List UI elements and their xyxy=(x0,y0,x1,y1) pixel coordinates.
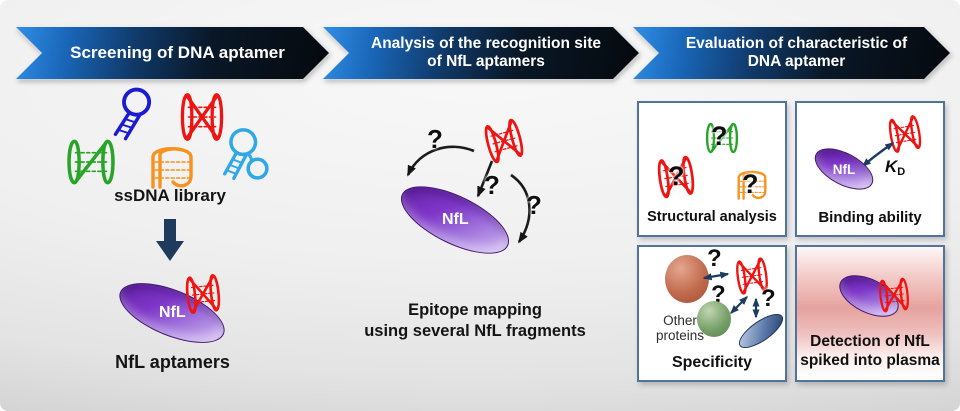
epitope-arrow-left-icon xyxy=(406,145,475,177)
nfl-protein-binding-label: NfL xyxy=(832,161,856,177)
banner-evaluation-shape: Evaluation of characteristic of DNA apta… xyxy=(633,27,950,79)
banner-analysis-shape: Analysis of the recognition site of NfL … xyxy=(323,27,639,79)
question-mark: ? xyxy=(668,161,685,191)
binding-ability-label: Binding ability xyxy=(818,209,922,226)
other-proteins-line2: proteins xyxy=(655,328,705,344)
aptamer-fold-orange-icon xyxy=(142,140,202,192)
specificity-arrow-vertical-icon xyxy=(752,297,760,319)
binding-double-arrow-icon xyxy=(861,142,895,167)
specificity-label: Specificity xyxy=(671,354,753,371)
detection-label: Detection of NfL spiked into plasma xyxy=(797,333,943,371)
aptamer-detection-red-icon xyxy=(871,273,917,317)
ssdna-library-label: ssDNA library xyxy=(114,186,226,205)
banner-evaluation: Evaluation of characteristic of DNA apta… xyxy=(633,27,950,79)
banner-evaluation-label-line2: DNA aptamer xyxy=(747,53,846,70)
kd-symbol: K xyxy=(885,157,898,176)
epitope-caption: Epitope mapping using several NfL fragme… xyxy=(340,300,610,341)
other-protein-green xyxy=(697,301,731,337)
other-proteins-label: Other proteins xyxy=(647,313,713,343)
down-arrow-icon xyxy=(156,219,184,261)
other-protein-salmon xyxy=(665,255,709,303)
banner-screening-shape: Screening of DNA aptamer xyxy=(16,27,329,79)
question-mark: ? xyxy=(761,285,776,312)
kd-subscript: D xyxy=(897,166,906,178)
specificity-arrow-horizontal-icon xyxy=(702,271,730,281)
nfl-protein-analysis-label: NfL xyxy=(441,211,469,228)
aptamer-double-cyan-icon xyxy=(213,121,278,195)
banner-analysis-label-line1: Analysis of the recognition site xyxy=(371,34,601,52)
question-mark: ? xyxy=(484,170,500,200)
aptamer-bound-red-icon xyxy=(178,269,229,320)
question-mark: ? xyxy=(711,121,728,151)
question-mark: ? xyxy=(707,245,722,272)
detection-label-line2: spiked into plasma xyxy=(800,351,940,369)
epitope-caption-line1: Epitope mapping xyxy=(408,301,542,319)
box-detection-plasma: Detection of NfL spiked into plasma xyxy=(795,245,945,382)
detection-label-line1: Detection of NfL xyxy=(810,333,930,350)
epitope-arrow-right-icon xyxy=(510,173,531,244)
banner-analysis-label-line2: of NfL aptamers xyxy=(427,53,545,70)
question-mark: ? xyxy=(742,169,759,199)
epitope-arrow-middle-icon xyxy=(476,160,494,198)
epitope-caption-line2: using several NfL fragments xyxy=(364,321,586,340)
banner-analysis: Analysis of the recognition site of NfL … xyxy=(323,27,639,79)
question-mark: ? xyxy=(711,281,726,308)
structural-analysis-label: Structural analysis xyxy=(647,209,777,225)
nfl-aptamers-label: NfL aptamers xyxy=(115,352,230,372)
box-binding-ability: NfL KD Binding ability xyxy=(795,101,945,237)
banner-screening-label: Screening of DNA aptamer xyxy=(70,42,285,62)
other-proteins-line1: Other xyxy=(663,313,697,328)
question-mark: ? xyxy=(526,190,542,220)
kd-constant-label: KD xyxy=(885,157,906,178)
question-mark: ? xyxy=(427,124,443,154)
banner-screening: Screening of DNA aptamer xyxy=(16,27,329,79)
specificity-arrow-diagonal-icon xyxy=(730,296,748,314)
box-structural-analysis: ? ? ? Structural analysis xyxy=(637,101,787,237)
aptamer-loops-green-icon xyxy=(60,133,122,191)
banner-evaluation-label-line1: Evaluation of characteristic of xyxy=(685,34,908,52)
box-specificity: ? ? ? Other proteins Specificity xyxy=(637,245,789,382)
